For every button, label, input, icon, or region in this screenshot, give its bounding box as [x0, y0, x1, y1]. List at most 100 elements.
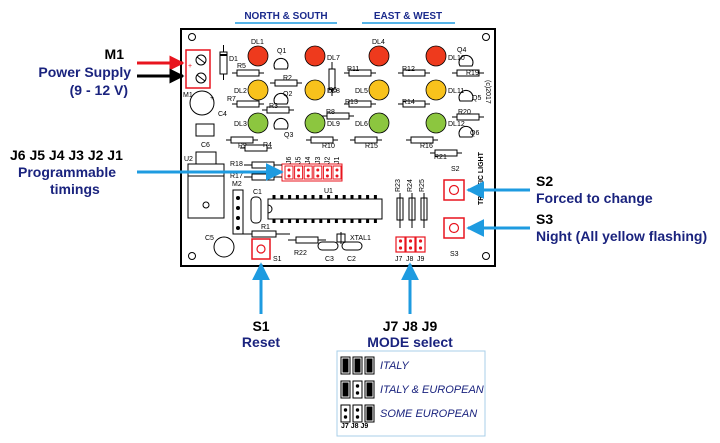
- jumper-j4[interactable]: J4: [303, 157, 313, 180]
- led-dl10: DL10: [425, 45, 465, 67]
- east-west-label: EAST & WEST: [374, 11, 442, 22]
- led-dl7: DL7: [304, 45, 340, 67]
- svg-text:+: +: [188, 63, 192, 70]
- jumper-j3[interactable]: J3: [313, 157, 323, 180]
- jumpers-callout: J6 J5 J4 J3 J2 J1 Programmable timings: [10, 147, 123, 197]
- r21-resistor: R21: [430, 149, 462, 161]
- q4-transistor-label: Q4: [457, 47, 466, 54]
- c3-capacitor: C3: [317, 241, 339, 263]
- r11-resistor-label: R11: [347, 66, 359, 73]
- led-dl2: DL2: [234, 79, 269, 101]
- r21-resistor-label: R21: [434, 154, 447, 161]
- r7-resistor: R7: [227, 96, 264, 108]
- j7-j9-mode-jumpers[interactable]: J7 J8 J9: [395, 236, 426, 263]
- r25-label: R25: [419, 179, 426, 192]
- q1-transistor-label: Q1: [277, 48, 286, 55]
- led-label-dl10: DL10: [448, 55, 465, 62]
- m1-label: M1: [183, 92, 193, 99]
- direction-headers: NORTH & SOUTH EAST & WEST: [235, 11, 455, 24]
- r15-resistor-label: R15: [365, 143, 378, 150]
- r16-resistor-label: R16: [420, 143, 433, 150]
- r15-resistor: R15: [350, 136, 382, 150]
- r6-resistor: R6: [328, 62, 337, 96]
- r17-label: R17: [230, 173, 243, 180]
- r4-resistor-label: R4: [263, 142, 272, 149]
- c4-label: C4: [218, 111, 227, 118]
- c6-label: C6: [201, 142, 210, 149]
- r11-resistor: R11: [344, 66, 376, 77]
- s3-callout: S3 Night (All yellow flashing): [536, 211, 707, 244]
- r3-resistor-label: R3: [269, 103, 278, 110]
- mode-legend-row: ITALY & EUROPEAN: [340, 380, 484, 399]
- s1-callout: S1 Reset: [242, 318, 280, 350]
- mode-legend-footer: J7 J8 J9: [341, 423, 368, 430]
- jumper-label-j3: J3: [315, 157, 322, 165]
- u2-label: U2: [184, 156, 193, 163]
- r3-resistor: R3: [262, 103, 294, 114]
- board-copyright: (c)2017: [484, 80, 491, 104]
- jumpers-callout-title: J6 J5 J4 J3 J2 J1: [10, 147, 123, 163]
- led-dl4: DL4: [368, 39, 390, 67]
- led-dl1: DL1: [247, 39, 269, 67]
- r18-label: R18: [230, 161, 243, 168]
- q6-transistor: Q6: [458, 125, 479, 138]
- led-label-dl8: DL8: [327, 88, 340, 95]
- u1-microcontroller: U1: [267, 188, 383, 220]
- led-label-dl5: DL5: [355, 88, 368, 95]
- s2-board-label: S2: [451, 166, 460, 173]
- s3-night-switch[interactable]: S3: [443, 217, 465, 258]
- mode-callout-title: J7 J8 J9: [383, 318, 438, 334]
- led-label-dl4: DL4: [372, 39, 385, 46]
- jumper-j5[interactable]: J5: [294, 157, 304, 180]
- jumpers-callout-line1: Programmable: [18, 164, 116, 180]
- jumper-label-j6: J6: [286, 157, 293, 165]
- r19-resistor: R19: [452, 69, 484, 77]
- s1-board-label: S1: [273, 256, 282, 263]
- led-dl9: DL9: [304, 112, 340, 134]
- mode-legend-label: ITALY: [380, 360, 409, 372]
- led-label-dl3: DL3: [234, 121, 247, 128]
- q4-transistor: Q4: [457, 47, 474, 67]
- s2-callout-desc: Forced to change: [536, 190, 653, 206]
- led-dl12: DL12: [425, 112, 465, 134]
- pcb-outline: [180, 28, 496, 267]
- jumper-j2[interactable]: J2: [322, 157, 332, 180]
- mode-legend-label: ITALY & EUROPEAN: [380, 384, 484, 396]
- jumper-label-j4: J4: [305, 157, 312, 165]
- s1-callout-title: S1: [252, 318, 269, 334]
- jumper-j1[interactable]: J1: [332, 157, 342, 180]
- r9-resistor: R9: [226, 136, 258, 150]
- r22-resistor: R22: [288, 236, 326, 257]
- led-label-dl12: DL12: [448, 121, 465, 128]
- c1-capacitor: C1: [250, 189, 262, 224]
- u1-pins: [272, 195, 377, 223]
- s1-reset-switch[interactable]: S1: [251, 238, 282, 263]
- xtal1-crystal: XTAL1: [336, 232, 371, 244]
- r13-resistor-label: R13: [345, 99, 358, 106]
- r14-resistor-label: R14: [402, 99, 415, 106]
- j9-label: J9: [417, 256, 425, 263]
- r13-resistor: R13: [344, 99, 376, 108]
- xtal1-label: XTAL1: [350, 235, 371, 242]
- led-dl3: DL3: [234, 112, 269, 134]
- mount-hole-bl: [188, 252, 196, 260]
- m2-header: M2: [232, 181, 244, 235]
- r14-resistor: R14: [398, 99, 430, 108]
- led-label-dl7: DL7: [327, 55, 340, 62]
- u1-label: U1: [324, 188, 333, 195]
- board-title-vertical: TRAFFIC LIGHT: [478, 151, 485, 205]
- jumper-j6[interactable]: J6: [284, 157, 294, 180]
- s3-callout-title: S3: [536, 211, 553, 227]
- led-dl8: DL8: [304, 79, 340, 101]
- q3-transistor-label: Q3: [284, 132, 293, 139]
- j7-label: J7: [395, 256, 403, 263]
- c6-capacitor: C6: [195, 123, 215, 149]
- s2-forced-change-switch[interactable]: S2: [443, 166, 465, 201]
- q3-transistor: Q3: [273, 117, 293, 139]
- svg-text:+: +: [210, 95, 214, 102]
- r23-label: R23: [395, 179, 402, 192]
- m1-callout-line1: Power Supply: [38, 64, 131, 80]
